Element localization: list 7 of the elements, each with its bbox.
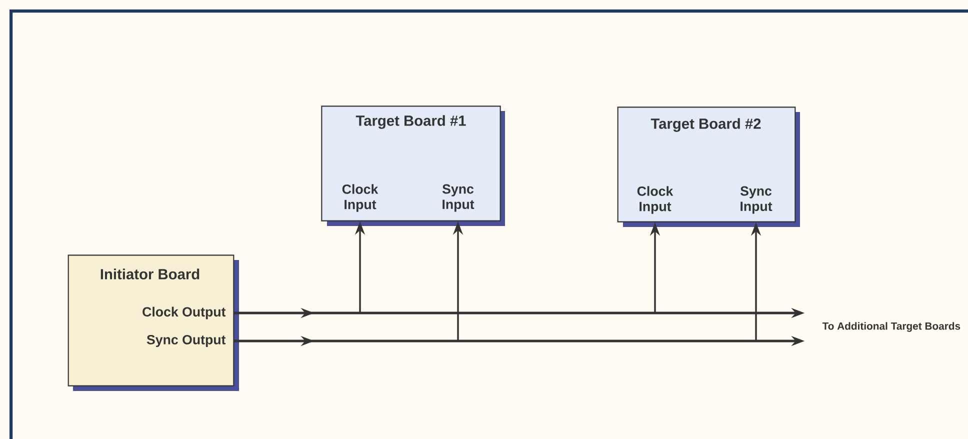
- port-label: Clock Output: [142, 306, 226, 320]
- note-text: To Additional Target Boards: [822, 322, 960, 332]
- port-label: Sync Output: [146, 334, 226, 348]
- port-label: Clock Input: [342, 184, 378, 212]
- port-label: Sync Input: [740, 186, 772, 214]
- port-label: Clock Input: [637, 186, 674, 214]
- port-label: Sync Input: [442, 184, 474, 212]
